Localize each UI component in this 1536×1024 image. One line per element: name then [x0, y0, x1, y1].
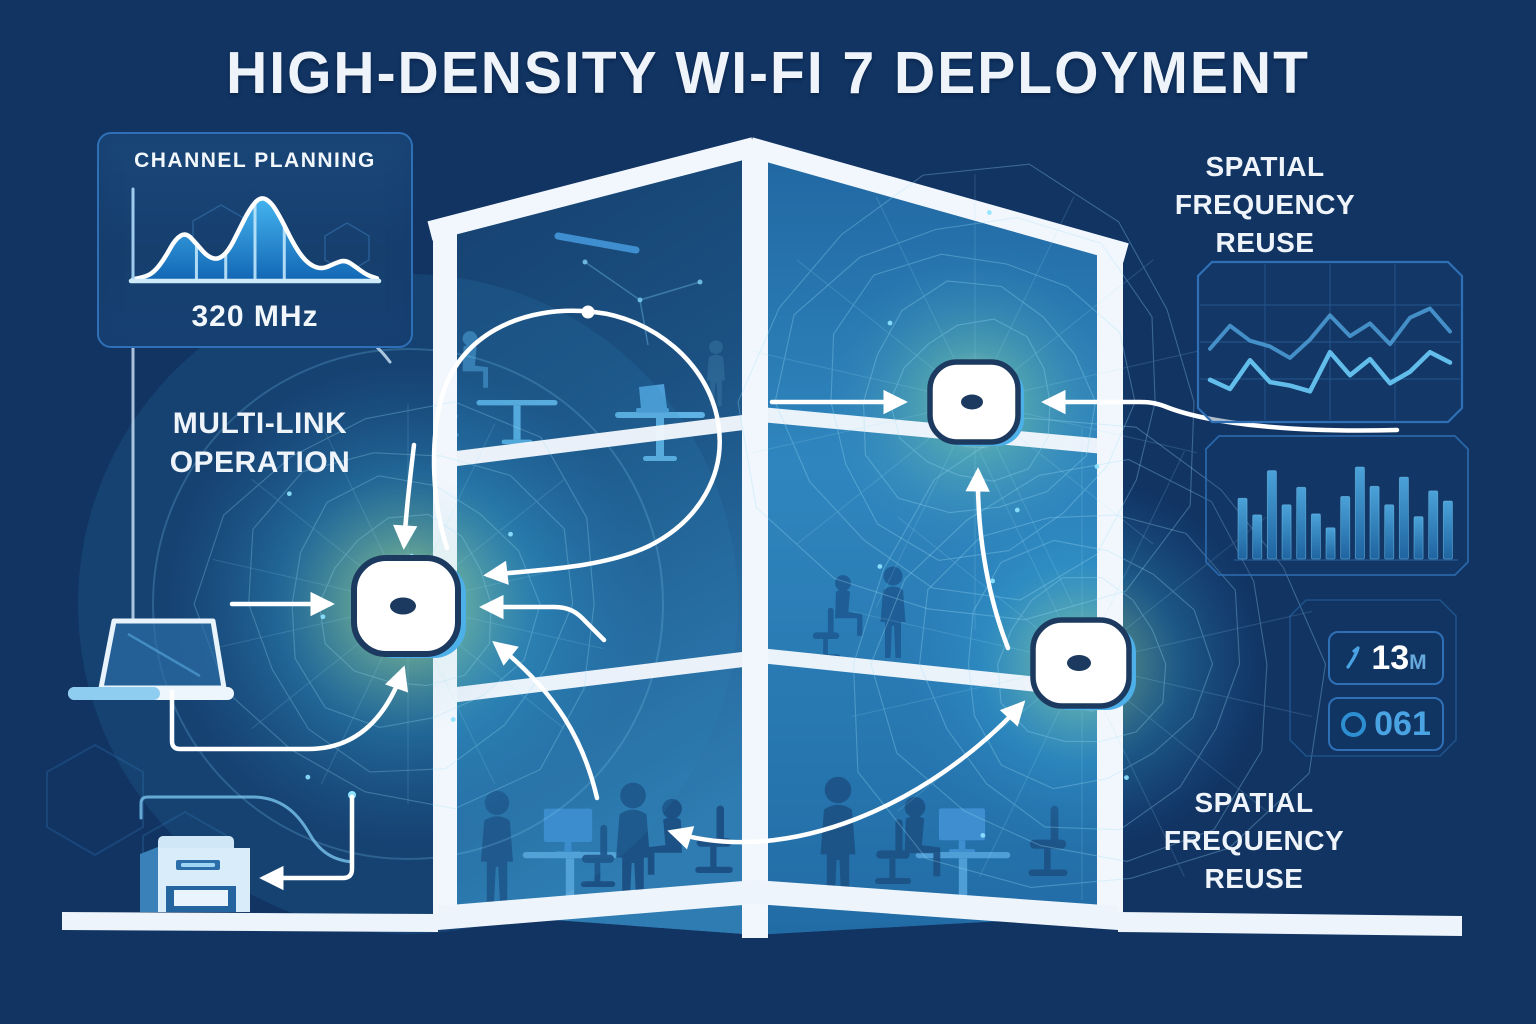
channel-bandwidth-value: 320 MHz — [191, 300, 319, 333]
arrow-top-to-ap1 — [393, 442, 418, 550]
page-title: HIGH-DENSITY WI-FI 7 DEPLOYMENT — [226, 39, 1310, 107]
laptop-icon — [68, 618, 234, 700]
loop-arrow-left — [431, 308, 597, 551]
access-points — [351, 359, 1136, 710]
trend-up-icon — [1346, 646, 1360, 669]
arrow-ap3-to-ap2 — [965, 467, 1011, 651]
stat-unit: M — [1409, 650, 1427, 674]
loop-node-dot — [581, 305, 595, 319]
ap-spatial-lower — [1030, 617, 1136, 710]
ap-spatial-upper — [927, 359, 1024, 446]
arrow-desk-to-ap3 — [667, 700, 1026, 850]
signal-trend-lines — [1207, 306, 1453, 394]
stats-panel-frame — [1289, 599, 1457, 757]
multi-link-label: MULTI-LINK OPERATION — [169, 407, 351, 479]
arrow-desk-to-ap1 — [479, 594, 607, 643]
line-chart-panel — [1196, 260, 1464, 424]
office-upper-left — [445, 232, 725, 461]
spatial-reuse-label-top: SPATIAL FREQUENCY REUSE — [1174, 151, 1356, 258]
printer-icon — [140, 836, 250, 912]
arrow-laptop-bottom-to-ap1 — [169, 665, 409, 752]
channel-planning-title: CHANNEL PLANNING — [134, 149, 376, 172]
arrow-to-printer — [259, 794, 355, 891]
stat-value: 13 — [1371, 638, 1410, 677]
client-density-bars — [1234, 466, 1458, 561]
loop-arrow-right — [483, 309, 722, 585]
channel-planning-panel: CHANNEL PLANNING 320 MHz — [97, 132, 413, 348]
arrow-lowerdesk-to-ap1 — [492, 640, 600, 801]
spatial-reuse-label-bottom: SPATIAL FREQUENCY REUSE — [1163, 787, 1345, 894]
circle-icon — [1341, 711, 1367, 737]
ap-multi-link — [351, 555, 466, 658]
bar-chart-panel — [1205, 435, 1469, 576]
ground — [62, 880, 1462, 936]
stat-badge-count: 061 — [1328, 697, 1444, 751]
link-arrows — [169, 305, 1400, 891]
channel-spectrum-chart — [128, 187, 382, 284]
stat-value: 061 — [1374, 704, 1431, 743]
stat-badge-throughput: 13M — [1328, 631, 1444, 685]
arrow-right-to-ap2 — [1041, 389, 1400, 433]
